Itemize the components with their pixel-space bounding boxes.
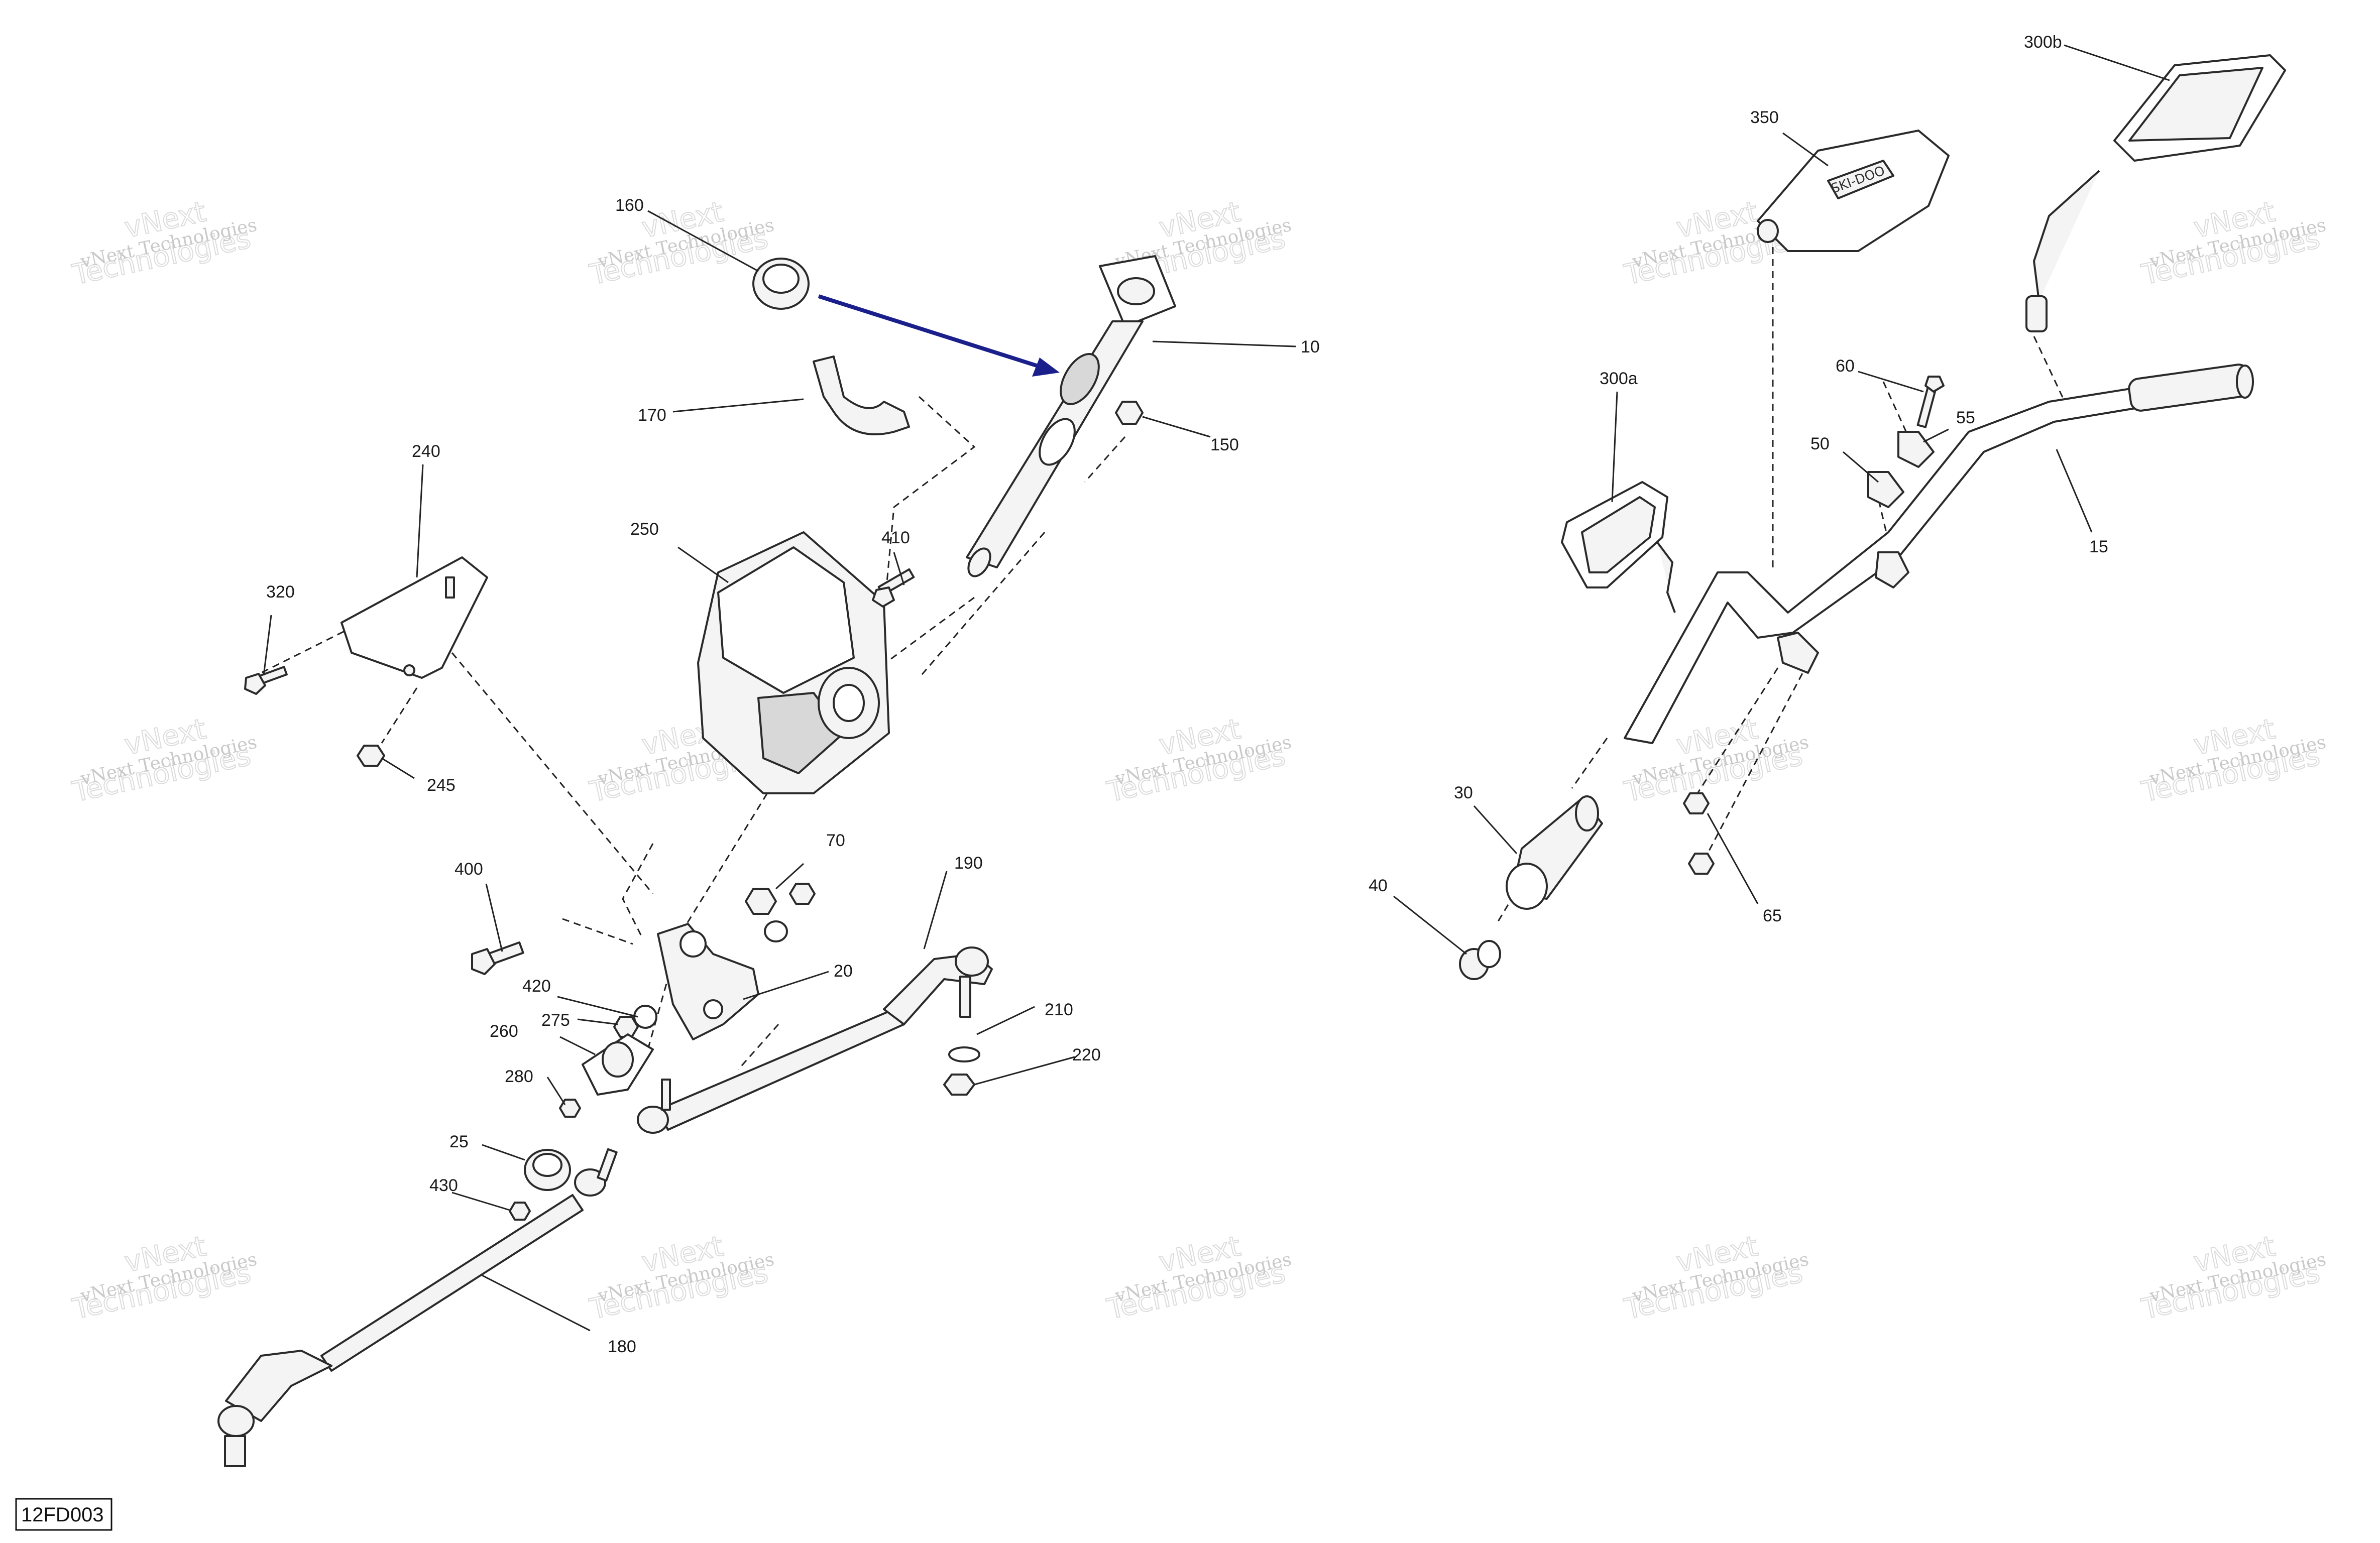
part-410-bolt xyxy=(872,568,915,608)
part-label-210: 210 xyxy=(1045,1000,1073,1019)
part-label-20: 20 xyxy=(834,962,853,981)
part-label-50: 50 xyxy=(1810,434,1830,453)
part-label-25: 25 xyxy=(449,1132,469,1151)
part-label-300a: 300a xyxy=(1600,369,1638,388)
part-label-30: 30 xyxy=(1454,783,1473,802)
part-70-nut xyxy=(745,883,816,942)
part-240-bracket xyxy=(341,556,488,679)
part-label-160: 160 xyxy=(615,196,644,215)
part-label-55: 55 xyxy=(1956,408,1975,427)
part-label-430: 430 xyxy=(429,1176,458,1195)
part-260-plate xyxy=(582,1033,654,1096)
part-label-70: 70 xyxy=(826,831,845,850)
part-15-handlebar xyxy=(1624,364,2254,744)
part-label-40: 40 xyxy=(1369,876,1388,895)
part-65-nut xyxy=(1683,792,1715,875)
part-label-250: 250 xyxy=(630,520,659,539)
part-label-300b: 300b xyxy=(2024,33,2062,52)
part-220-nut xyxy=(943,1074,975,1096)
part-label-245: 245 xyxy=(427,776,456,795)
part-25-bearing xyxy=(524,1149,571,1191)
part-350-handguard: SKI-DOO xyxy=(1757,130,1950,252)
part-label-170: 170 xyxy=(638,406,666,425)
part-400-bolt xyxy=(471,941,524,975)
part-label-240: 240 xyxy=(412,442,440,461)
part-55-clamp xyxy=(1897,431,1935,468)
part-60-bolt xyxy=(1916,376,1945,428)
part-labels: 10 15 20 25 30 40 50 55 60 65 70 150 160… xyxy=(266,33,2108,1356)
part-label-280: 280 xyxy=(505,1067,533,1086)
electric-power-steering-motor xyxy=(697,531,890,794)
part-label-60: 60 xyxy=(1836,357,1855,376)
part-40-bar-end xyxy=(1459,940,1501,980)
part-label-150: 150 xyxy=(1210,435,1239,454)
part-210-washer xyxy=(948,976,980,1062)
part-label-10: 10 xyxy=(1301,337,1320,357)
diagram-code-box: 12FD003 xyxy=(15,1498,112,1531)
assembly-arrow xyxy=(818,294,1060,377)
part-170-clamp xyxy=(813,355,910,435)
part-160-bushing xyxy=(752,258,810,310)
part-245-nut xyxy=(357,745,385,767)
part-300a-mirror xyxy=(1561,481,1676,613)
part-label-400: 400 xyxy=(455,860,483,879)
part-label-260: 260 xyxy=(490,1022,518,1041)
part-label-65: 65 xyxy=(1763,906,1782,925)
part-430-nut xyxy=(509,1202,531,1221)
part-label-410: 410 xyxy=(881,528,910,547)
part-label-220: 220 xyxy=(1072,1045,1101,1064)
part-275-nut xyxy=(613,1016,639,1038)
lower-clamp xyxy=(1777,632,1819,674)
part-30-grip xyxy=(1506,795,1603,910)
leader-lines xyxy=(263,44,2170,1332)
part-20-pitman-arm xyxy=(657,923,759,1040)
part-320-bolt xyxy=(244,666,288,695)
part-label-320: 320 xyxy=(266,582,295,602)
part-label-275: 275 xyxy=(541,1011,570,1030)
part-label-180: 180 xyxy=(608,1337,636,1356)
diagram-code: 12FD003 xyxy=(21,1504,104,1526)
part-label-15: 15 xyxy=(2089,537,2108,556)
part-190-tie-rod xyxy=(637,946,993,1134)
steering-column xyxy=(966,255,1176,577)
part-150-bolt xyxy=(1115,401,1144,425)
part-420-washer xyxy=(633,1005,657,1029)
part-300b-mirror xyxy=(2025,54,2286,332)
part-180-tie-rod xyxy=(217,1148,618,1467)
part-label-190: 190 xyxy=(954,854,983,873)
part-label-420: 420 xyxy=(522,977,551,996)
part-label-350: 350 xyxy=(1750,108,1779,127)
